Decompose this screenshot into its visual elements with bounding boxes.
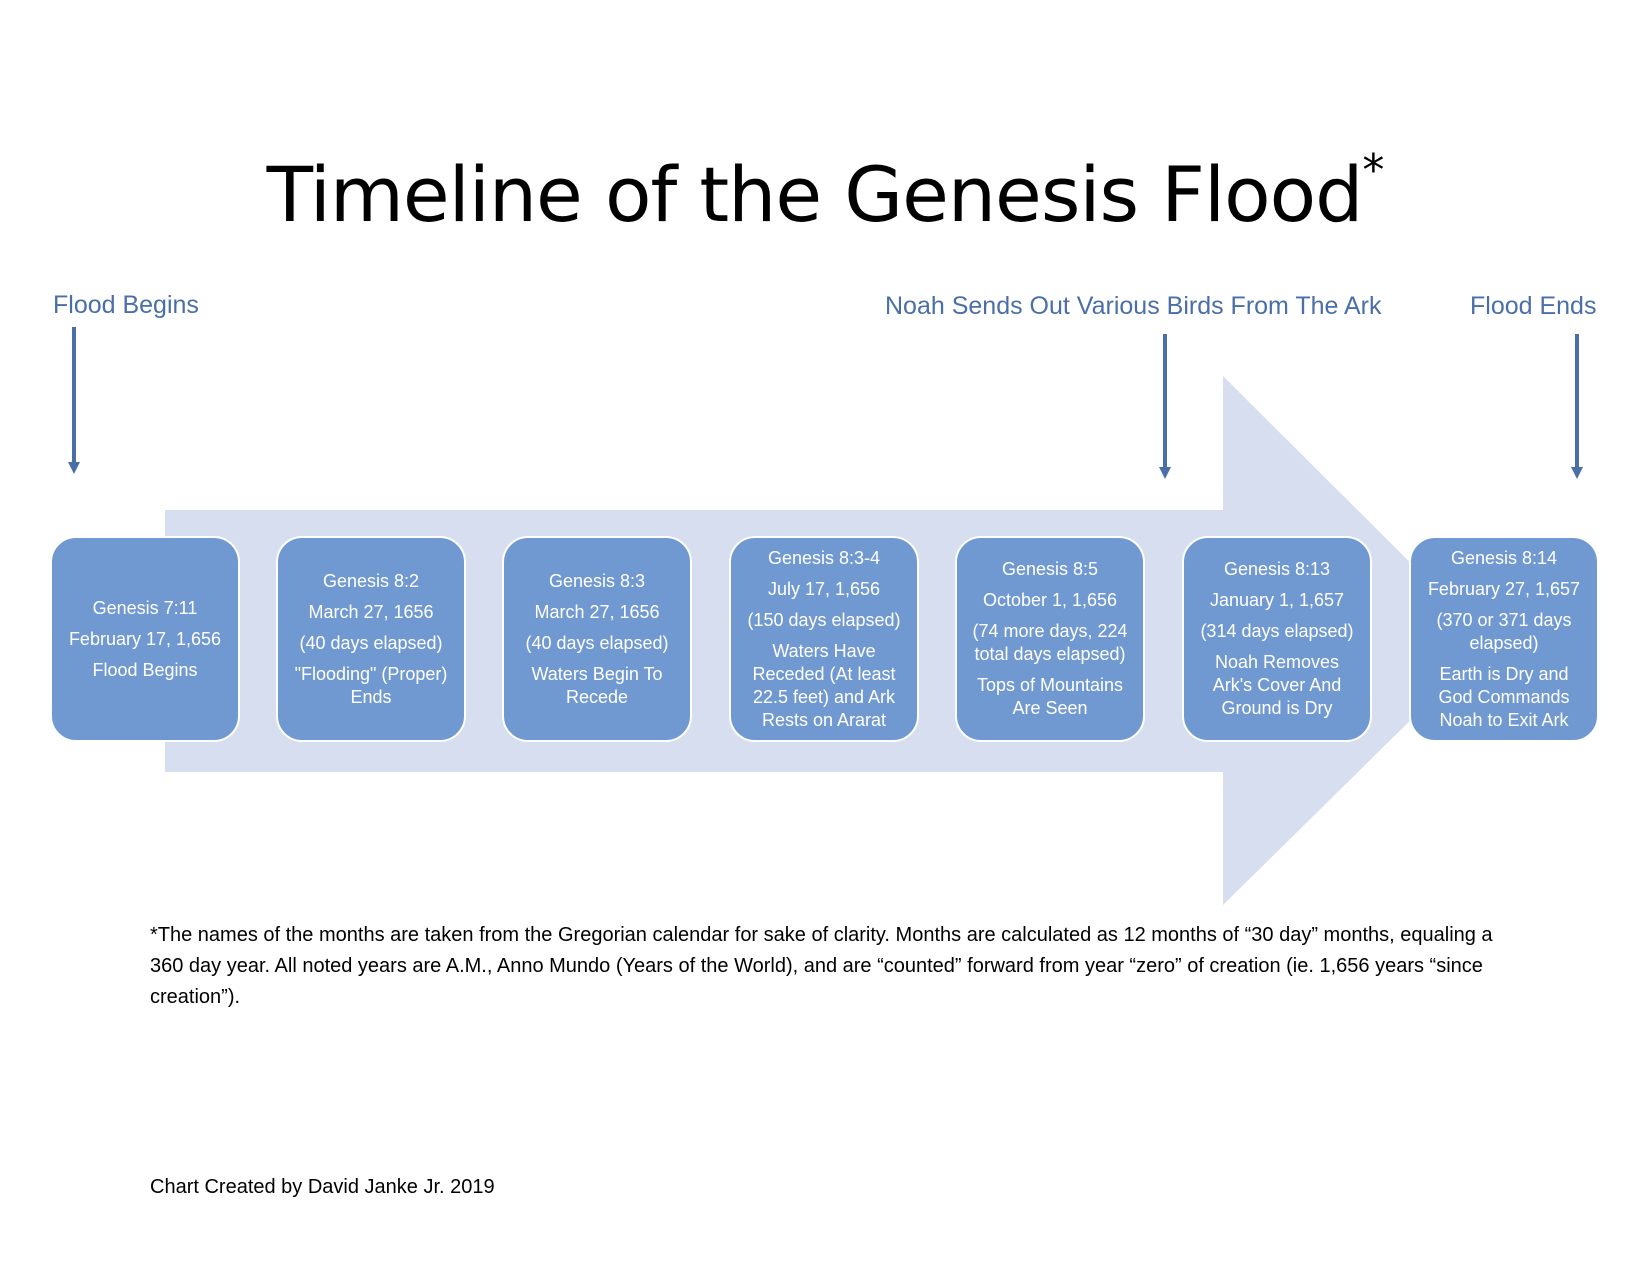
event-ref: Genesis 7:11 (92, 597, 198, 618)
event-ref: Genesis 8:5 (1001, 559, 1099, 579)
event-box-7: Genesis 8:14 February 27, 1,657 (370 or … (1409, 536, 1599, 742)
event-desc: Noah Removes Ark's Cover And Ground is D… (1212, 652, 1342, 718)
event-desc: "Flooding" (Proper) Ends (294, 663, 448, 707)
event-date: March 27, 1656 (308, 601, 434, 622)
label-flood-ends: Flood Ends (1470, 292, 1597, 320)
event-elapsed: (40 days elapsed) (299, 632, 443, 653)
title-text: Timeline of the Genesis Flood (266, 150, 1364, 239)
event-ref: Genesis 8:3-4 (767, 547, 881, 568)
event-desc: Waters Have Receded (At least 22.5 feet)… (752, 640, 896, 730)
event-ref: Genesis 8:3 (548, 570, 646, 591)
label-flood-begins: Flood Begins (53, 291, 199, 319)
event-box-4: Genesis 8:3-4 July 17, 1,656 (150 days e… (729, 536, 919, 742)
event-desc: Waters Begin To Recede (531, 663, 663, 707)
event-date: July 17, 1,656 (767, 578, 881, 599)
event-ref: Genesis 8:2 (322, 570, 420, 591)
title-asterisk: * (1362, 144, 1384, 196)
event-box-5: Genesis 8:5 October 1, 1,656 (74 more da… (955, 536, 1145, 742)
event-box-3: Genesis 8:3 March 27, 1656 (40 days elap… (502, 536, 692, 742)
event-date: February 17, 1,656 (68, 628, 222, 649)
event-box-2: Genesis 8:2 March 27, 1656 (40 days elap… (276, 536, 466, 742)
event-date: January 1, 1,657 (1209, 590, 1345, 610)
event-ref: Genesis 8:13 (1223, 559, 1331, 579)
label-birds: Noah Sends Out Various Birds From The Ar… (885, 292, 1382, 320)
event-date: March 27, 1656 (534, 601, 660, 622)
event-date: October 1, 1,656 (982, 590, 1118, 610)
pointer-arrow-birds (1159, 334, 1171, 479)
chart-credit: Chart Created by David Janke Jr. 2019 (150, 1176, 495, 1198)
event-elapsed: (370 or 371 days elapsed) (1436, 609, 1572, 653)
event-elapsed: (74 more days, 224 total days elapsed) (972, 621, 1128, 664)
event-elapsed: (150 days elapsed) (747, 609, 901, 630)
footnote: *The names of the months are taken from … (150, 924, 1493, 1008)
event-desc: Tops of Mountains Are Seen (976, 675, 1124, 718)
page-title: Timeline of the Genesis Flood* (0, 145, 1650, 239)
event-elapsed: (314 days elapsed) (1200, 621, 1354, 641)
event-box-6: Genesis 8:13 January 1, 1,657 (314 days … (1182, 536, 1372, 742)
pointer-arrow-flood-ends (1571, 334, 1583, 479)
event-box-1: Genesis 7:11 February 17, 1,656 Flood Be… (50, 536, 240, 742)
event-date: February 27, 1,657 (1427, 578, 1581, 599)
event-elapsed: (40 days elapsed) (525, 632, 669, 653)
event-ref: Genesis 8:14 (1450, 547, 1558, 568)
event-desc: Flood Begins (92, 659, 198, 680)
event-desc: Earth is Dry and God Commands Noah to Ex… (1438, 663, 1570, 730)
pointer-arrow-flood-begins (68, 327, 80, 474)
